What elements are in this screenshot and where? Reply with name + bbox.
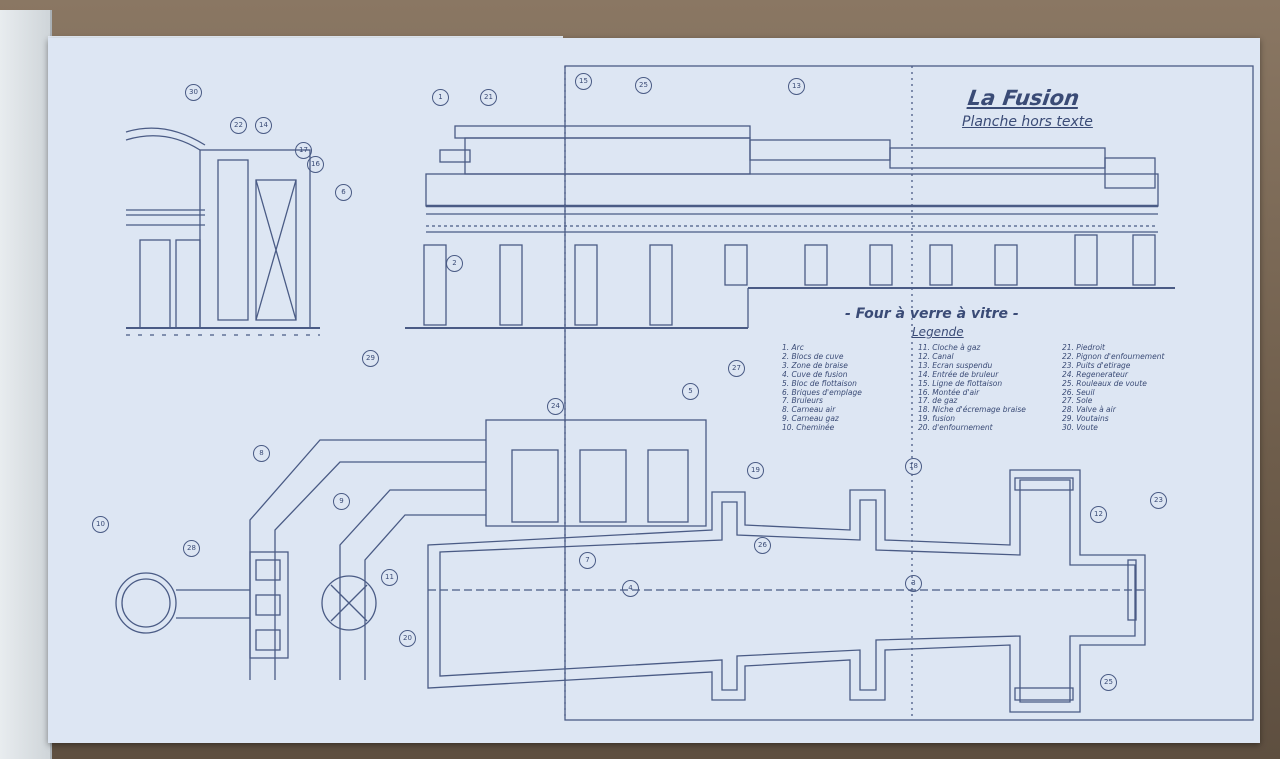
callout: 11 xyxy=(381,569,398,586)
legend-item: 29. Voutains xyxy=(1062,414,1109,424)
callout: 10 xyxy=(92,516,109,533)
callout: 22 xyxy=(230,117,247,134)
callout: 2 xyxy=(446,255,463,272)
callout: 29 xyxy=(362,350,379,367)
callout: 7 xyxy=(579,552,596,569)
plate-frame xyxy=(564,65,1254,721)
legend-item: 21. Piedroit xyxy=(1062,343,1105,352)
drawing-title: - Four à verre à vitre - xyxy=(845,306,1019,322)
cross-section xyxy=(125,127,320,336)
callout: 24 xyxy=(547,398,564,415)
callout: 6 xyxy=(335,184,352,201)
callout: 20 xyxy=(399,630,416,647)
callout: 17 xyxy=(295,142,312,159)
legend-item: 13. Ecran suspendu xyxy=(918,360,993,370)
callout: 30 xyxy=(185,84,202,101)
callout: 1 xyxy=(432,89,449,106)
callout: 14 xyxy=(255,117,272,134)
callout: 23 xyxy=(1150,492,1167,509)
callout: 4 xyxy=(622,580,639,597)
legend-item: 27. Sole xyxy=(1062,396,1093,406)
callout: 18 xyxy=(905,458,922,475)
legend-item: 2. Blocs de cuve xyxy=(782,351,844,361)
plan-view xyxy=(115,419,1146,713)
legend-item: 8. Carneau air xyxy=(782,405,836,415)
legend-item: 12. Canal xyxy=(918,351,954,361)
legend-item: 24. Regenerateur xyxy=(1062,369,1128,379)
legend-column-3: 21. Piedroit 22. Pignon d'enfournement 2… xyxy=(1062,343,1165,433)
legend-item: 5. Bloc de flottaison xyxy=(782,378,857,388)
callout: 25 xyxy=(1100,674,1117,691)
long-section xyxy=(405,125,1175,329)
legend-item: 9. Carneau gaz xyxy=(782,414,839,424)
callout: 16 xyxy=(307,156,324,173)
legend-item: 16. Montée d'air xyxy=(918,387,980,397)
legend-item: 26. Seuil xyxy=(1062,387,1095,397)
legend-item: 4. Cuve de fusion xyxy=(782,369,848,379)
callout: 25 xyxy=(635,77,652,94)
callout: 5 xyxy=(682,383,699,400)
legend-item: 17. de gaz xyxy=(918,396,958,406)
legend-item: 11. Cloche à gaz xyxy=(918,343,981,352)
legend-item: 28. Valve à air xyxy=(1062,405,1116,415)
legend-column-2: 11. Cloche à gaz 12. Canal 13. Ecran sus… xyxy=(918,343,1026,433)
callout: 13 xyxy=(788,78,805,95)
callout: 27 xyxy=(728,360,745,377)
callout: 28 xyxy=(183,540,200,557)
legend-item: 6. Briques d'emplage xyxy=(782,387,862,397)
callout: 3 xyxy=(905,575,922,592)
legend-item: 30. Voute xyxy=(1062,423,1098,433)
legend-heading: Legende xyxy=(912,325,964,339)
legend-item: 3. Zone de braise xyxy=(782,360,848,370)
callout: 15 xyxy=(575,73,592,90)
legend-item: 14. Entrée de bruleur xyxy=(918,369,999,379)
callout: 19 xyxy=(747,462,764,479)
legend-item: 19. fusion xyxy=(918,414,956,424)
legend-item: 18. Niche d'écremage braise xyxy=(918,405,1026,415)
legend-item: 15. Ligne de flottaison xyxy=(918,378,1003,388)
legend-column-1: 1. Arc 2. Blocs de cuve 3. Zone de brais… xyxy=(782,343,862,433)
legend-item: 23. Puits d'etirage xyxy=(1062,360,1131,370)
legend-item: 10. Cheminée xyxy=(782,423,835,433)
legend-item: 20. d'enfournement xyxy=(918,423,993,433)
callout: 12 xyxy=(1090,506,1107,523)
legend-item: 7. Bruleurs xyxy=(782,396,823,406)
callout: 21 xyxy=(480,89,497,106)
legend-item: 1. Arc xyxy=(782,343,804,352)
plate-title: La Fusion xyxy=(966,86,1081,110)
callout: 9 xyxy=(333,493,350,510)
callout: 26 xyxy=(754,537,771,554)
legend-item: 25. Rouleaux de voute xyxy=(1062,378,1147,388)
callout: 8 xyxy=(253,445,270,462)
plate-subtitle: Planche hors texte xyxy=(962,114,1093,130)
legend-item: 22. Pignon d'enfournement xyxy=(1062,351,1165,361)
